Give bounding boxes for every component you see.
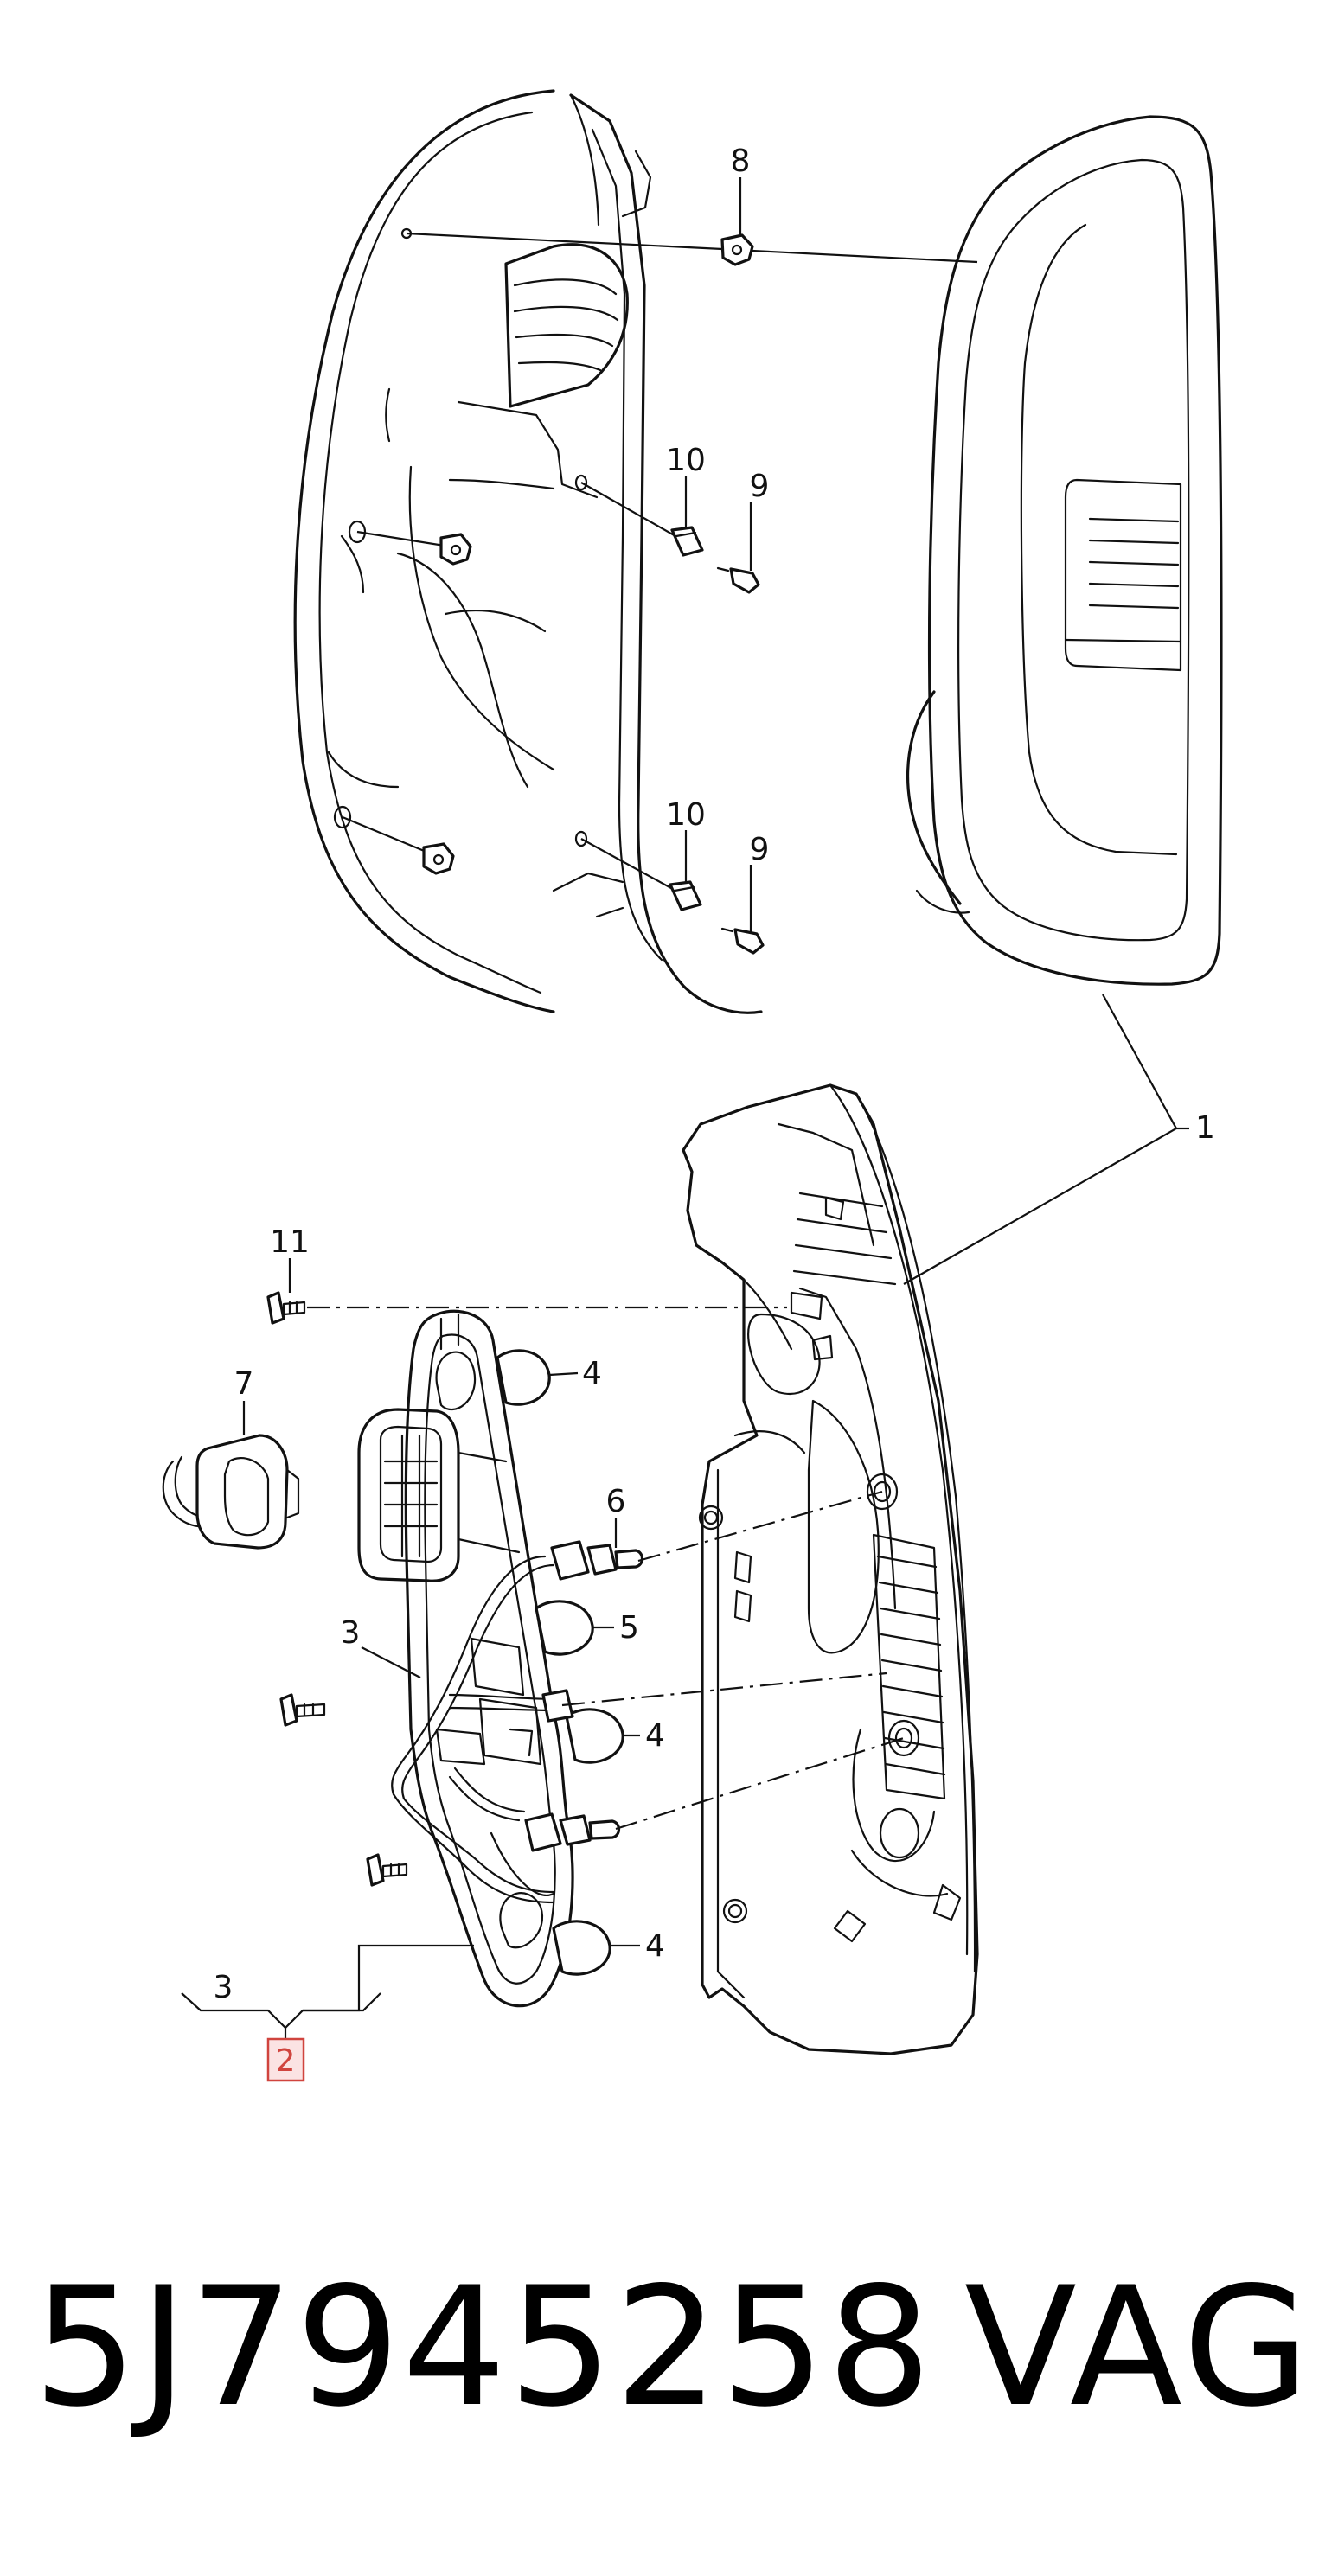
bulb-4-middle — [565, 1708, 624, 1764]
callout-8: 8 — [731, 144, 751, 179]
callout-3-group: 3 — [214, 1970, 234, 2005]
callout-4-middle: 4 — [645, 1718, 665, 1754]
callout-2: 2 — [276, 2043, 296, 2079]
callout-7: 7 — [234, 1366, 254, 1402]
footer: 5J7945258 VAG — [0, 2248, 1338, 2447]
bulb-4-upper — [496, 1349, 551, 1406]
callout-9-lower: 9 — [750, 832, 770, 867]
callout-3-wire: 3 — [341, 1615, 361, 1651]
screw-11 — [266, 1291, 306, 1325]
screw-9-upper — [716, 566, 760, 594]
callout-10-upper: 10 — [666, 443, 706, 478]
callout-1: 1 — [1195, 1110, 1215, 1146]
bulb-carrier — [357, 1309, 574, 2008]
bulb-holder-6-upper — [550, 1540, 644, 1581]
connector-7 — [162, 1434, 300, 1550]
part-number: 5J7945258 — [33, 2252, 934, 2443]
screw-9-lower — [720, 927, 765, 955]
screw-carrier-middle — [279, 1693, 326, 1727]
callout-2-highlight: 2 — [266, 2037, 305, 2082]
clip-nut-left-upper — [439, 533, 472, 566]
tail-lamp-housing — [682, 1083, 979, 2055]
screw-carrier-lower — [366, 1853, 408, 1887]
callout-4-lower: 4 — [645, 1928, 665, 1964]
expansion-nut-10-upper — [670, 526, 704, 557]
callout-4-upper: 4 — [582, 1356, 602, 1391]
bulb-holder-middle — [541, 1689, 574, 1723]
callout-6: 6 — [606, 1484, 626, 1519]
expansion-nut-10-lower — [669, 880, 702, 911]
callout-10-lower: 10 — [666, 797, 706, 833]
bulb-5 — [535, 1600, 594, 1656]
tail-lamp-assembled-view — [906, 115, 1223, 986]
callout-11: 11 — [270, 1224, 310, 1260]
clip-nut-8 — [720, 233, 754, 266]
bulb-holder-lower — [524, 1812, 621, 1852]
callout-9-upper: 9 — [750, 469, 770, 504]
callout-5: 5 — [619, 1610, 639, 1646]
clip-nut-left-lower — [422, 842, 455, 875]
vehicle-body-panel — [293, 89, 763, 1014]
brand-name: VAG — [964, 2252, 1314, 2443]
bulb-4-lower — [552, 1920, 611, 1976]
